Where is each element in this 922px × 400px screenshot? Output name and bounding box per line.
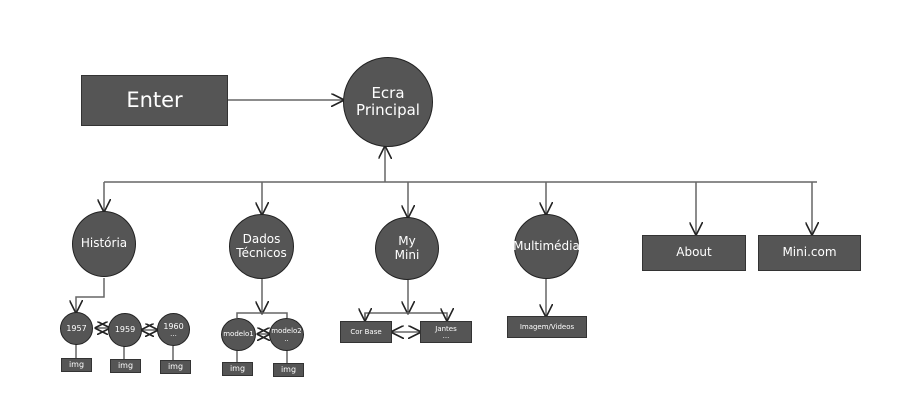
dados-label-line2: Técnicos <box>236 245 287 260</box>
modelo1-node[interactable]: modelo1 <box>221 318 256 351</box>
about-label: About <box>676 245 712 260</box>
img-1957[interactable]: img <box>61 358 92 372</box>
my-mini-node[interactable]: My Mini <box>375 217 439 280</box>
more-indicator: .. <box>284 334 289 343</box>
minicom-node[interactable]: Mini.com <box>758 235 861 271</box>
modelo2-node[interactable]: modelo2 .. <box>269 318 304 351</box>
img-modelo1[interactable]: img <box>222 362 253 376</box>
img-label: img <box>229 364 246 374</box>
year-1957-node[interactable]: 1957 <box>60 312 93 345</box>
mymini-label-line2: Mini <box>394 247 420 262</box>
more-indicator: ... <box>442 332 450 341</box>
cor-base-node[interactable]: Cor Base <box>340 321 392 343</box>
year-1960-node[interactable]: 1960 ... <box>157 313 190 346</box>
imagem-videos-label: Imagem/Videos <box>519 322 575 331</box>
modelo-label: modelo2 <box>271 327 302 336</box>
year-label: 1960 <box>163 321 184 331</box>
img-label: img <box>117 361 134 371</box>
year-label: 1957 <box>66 323 87 333</box>
jantes-node[interactable]: Jantes ... <box>420 321 472 343</box>
multimedia-node[interactable]: Multimédia <box>513 214 580 279</box>
img-1960[interactable]: img <box>160 360 191 374</box>
img-label: img <box>280 365 297 375</box>
ecra-principal-node[interactable]: Ecra Principal <box>343 57 433 147</box>
ecra-label-line1: Ecra <box>371 83 405 102</box>
ecra-label-line2: Principal <box>356 101 420 119</box>
historia-label: História <box>80 236 128 251</box>
img-1959[interactable]: img <box>110 359 141 373</box>
img-label: img <box>167 362 184 372</box>
enter-node[interactable]: Enter <box>81 75 228 126</box>
more-indicator: ... <box>170 330 177 339</box>
dados-label-line1: Dados <box>242 231 281 246</box>
modelo-label: modelo1 <box>223 330 254 339</box>
edge-historia-1957 <box>76 278 105 312</box>
minicom-label: Mini.com <box>782 245 837 260</box>
imagem-videos-node[interactable]: Imagem/Videos <box>507 316 587 338</box>
historia-node[interactable]: História <box>72 211 136 277</box>
img-modelo2[interactable]: img <box>273 363 304 377</box>
jantes-label: Jantes <box>435 324 457 333</box>
dados-tecnicos-node[interactable]: Dados Técnicos <box>229 214 294 279</box>
year-label: 1959 <box>114 325 136 335</box>
enter-label: Enter <box>126 88 183 113</box>
cor-base-label: Cor Base <box>350 327 382 336</box>
about-node[interactable]: About <box>642 235 746 271</box>
year-1959-node[interactable]: 1959 <box>108 313 142 347</box>
mymini-label-line1: My <box>398 233 416 248</box>
multimedia-label: Multimédia <box>513 238 580 253</box>
img-label: img <box>68 360 85 370</box>
